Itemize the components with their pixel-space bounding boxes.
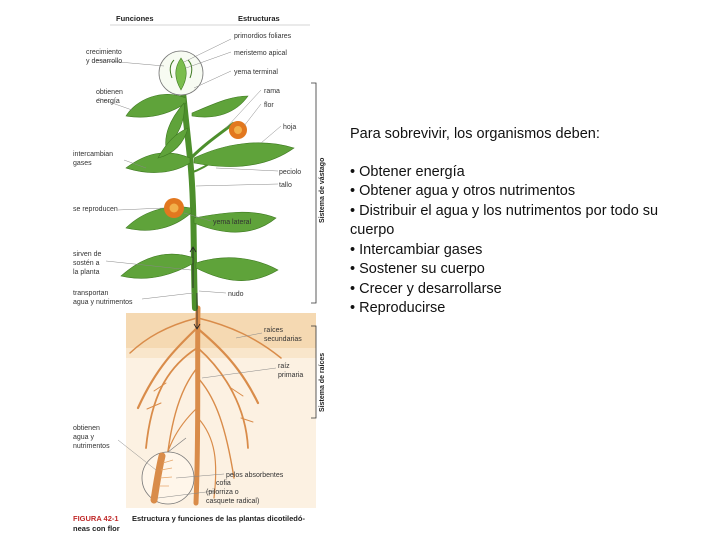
structure-label-lateral-bud: yema lateral (213, 219, 252, 226)
root-tip-detail (141, 437, 195, 505)
list-item: • Sostener su cuerpo (350, 261, 485, 277)
list-item: • Obtener agua y otros nutrimentos (350, 183, 576, 199)
system-braces (311, 82, 317, 419)
caption-line-1: Estructura y funciones de las plantas di… (132, 514, 305, 523)
figure-caption: FIGURA 42-1 Estructura y funciones de la… (73, 508, 309, 533)
plant-diagram: Funciones Estructuras (73, 14, 326, 533)
header-functions: Funciones (116, 14, 154, 23)
intro-text: Para sobrevivir, los organismos deben: (350, 126, 600, 142)
structure-label-flower: flor (264, 102, 274, 109)
flowers (164, 121, 247, 218)
list-item: • Crecer y desarrollarse (350, 280, 502, 297)
text-panel: Para sobrevivir, los organismos deben: •… (350, 125, 690, 319)
apical-bud-detail (158, 50, 204, 96)
list-item: • Distribuir el agua y los nutrimentos p… (350, 202, 659, 239)
function-label-reproduce: se reproducen (73, 206, 118, 213)
requirements-list: • Obtener energía • Obtener agua y otros… (350, 163, 690, 319)
structure-label-stem: tallo (279, 182, 292, 189)
header-structures: Estructuras (238, 14, 280, 23)
leaves (120, 94, 295, 281)
structure-label-meristem: meristemo apical (234, 50, 287, 57)
list-item: • Obtener energía (350, 163, 465, 180)
label-system-root: Sistema de raíces (319, 353, 326, 412)
plant-structure-figure: Funciones Estructuras (66, 8, 328, 538)
caption-line-2: neas con flor (73, 524, 120, 533)
structure-label-branch: rama (264, 88, 280, 95)
transport-arrows (189, 246, 201, 330)
list-item: • Reproducirse (350, 300, 446, 316)
structure-label-node: nudo (228, 291, 244, 298)
structure-label-petiole: peciolo (279, 169, 301, 176)
structure-label-leaf: hoja (283, 124, 296, 131)
leader-lines (95, 38, 282, 499)
list-item: • Intercambiar gases (350, 241, 483, 258)
caption-number: FIGURA 42-1 (73, 514, 119, 523)
structure-label-root-hairs: pelos absorbentes (226, 472, 284, 479)
label-system-shoot: Sistema de vástago (319, 158, 326, 223)
structure-label-primordia: primordios foliares (234, 33, 292, 40)
structure-label-terminal-bud: yema terminal (234, 69, 278, 76)
